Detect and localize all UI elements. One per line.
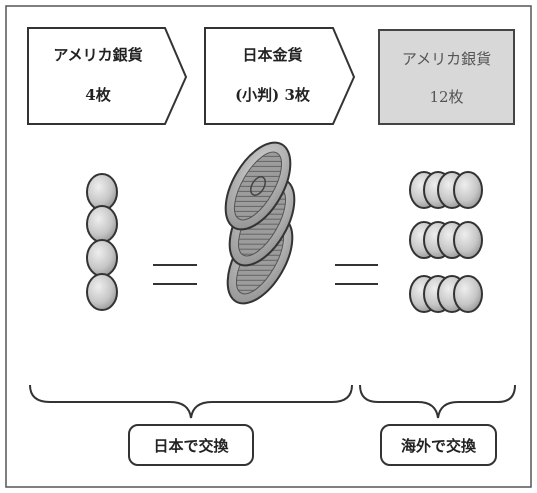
brace-overseas bbox=[359, 384, 516, 419]
silver-coin-column-4 bbox=[86, 173, 118, 311]
silver-coin bbox=[453, 275, 483, 313]
silver-coin bbox=[453, 221, 483, 259]
equals-sign bbox=[153, 264, 197, 285]
silver-coin-rows-12 bbox=[409, 171, 483, 313]
silver-coin bbox=[86, 173, 118, 211]
silver-coin bbox=[453, 171, 483, 209]
label-overseas-exchange: 海外で交換 bbox=[380, 424, 497, 466]
gold-koban-stack bbox=[224, 141, 296, 305]
equals-sign bbox=[335, 264, 378, 285]
us-silver-4-arrow-box bbox=[27, 27, 188, 125]
silver-coin bbox=[86, 205, 118, 243]
box2-line1: 日本金貨 bbox=[242, 46, 303, 64]
label-japan-exchange: 日本で交換 bbox=[128, 424, 254, 466]
box2-line2: (小判) 3枚 bbox=[235, 86, 310, 104]
box1-line1: アメリカ銀貨 bbox=[53, 46, 143, 64]
silver-coin bbox=[86, 239, 118, 277]
box1-line2: 4枚 bbox=[85, 86, 111, 104]
jp-gold-koban-arrow-box bbox=[204, 27, 356, 125]
brace-japan bbox=[29, 384, 353, 419]
silver-coin bbox=[86, 273, 118, 311]
box3-line1: アメリカ銀貨 bbox=[401, 50, 492, 68]
box3-line2: 12枚 bbox=[429, 88, 464, 106]
us-silver-12-result-box bbox=[378, 29, 515, 125]
outer-frame bbox=[5, 5, 532, 488]
